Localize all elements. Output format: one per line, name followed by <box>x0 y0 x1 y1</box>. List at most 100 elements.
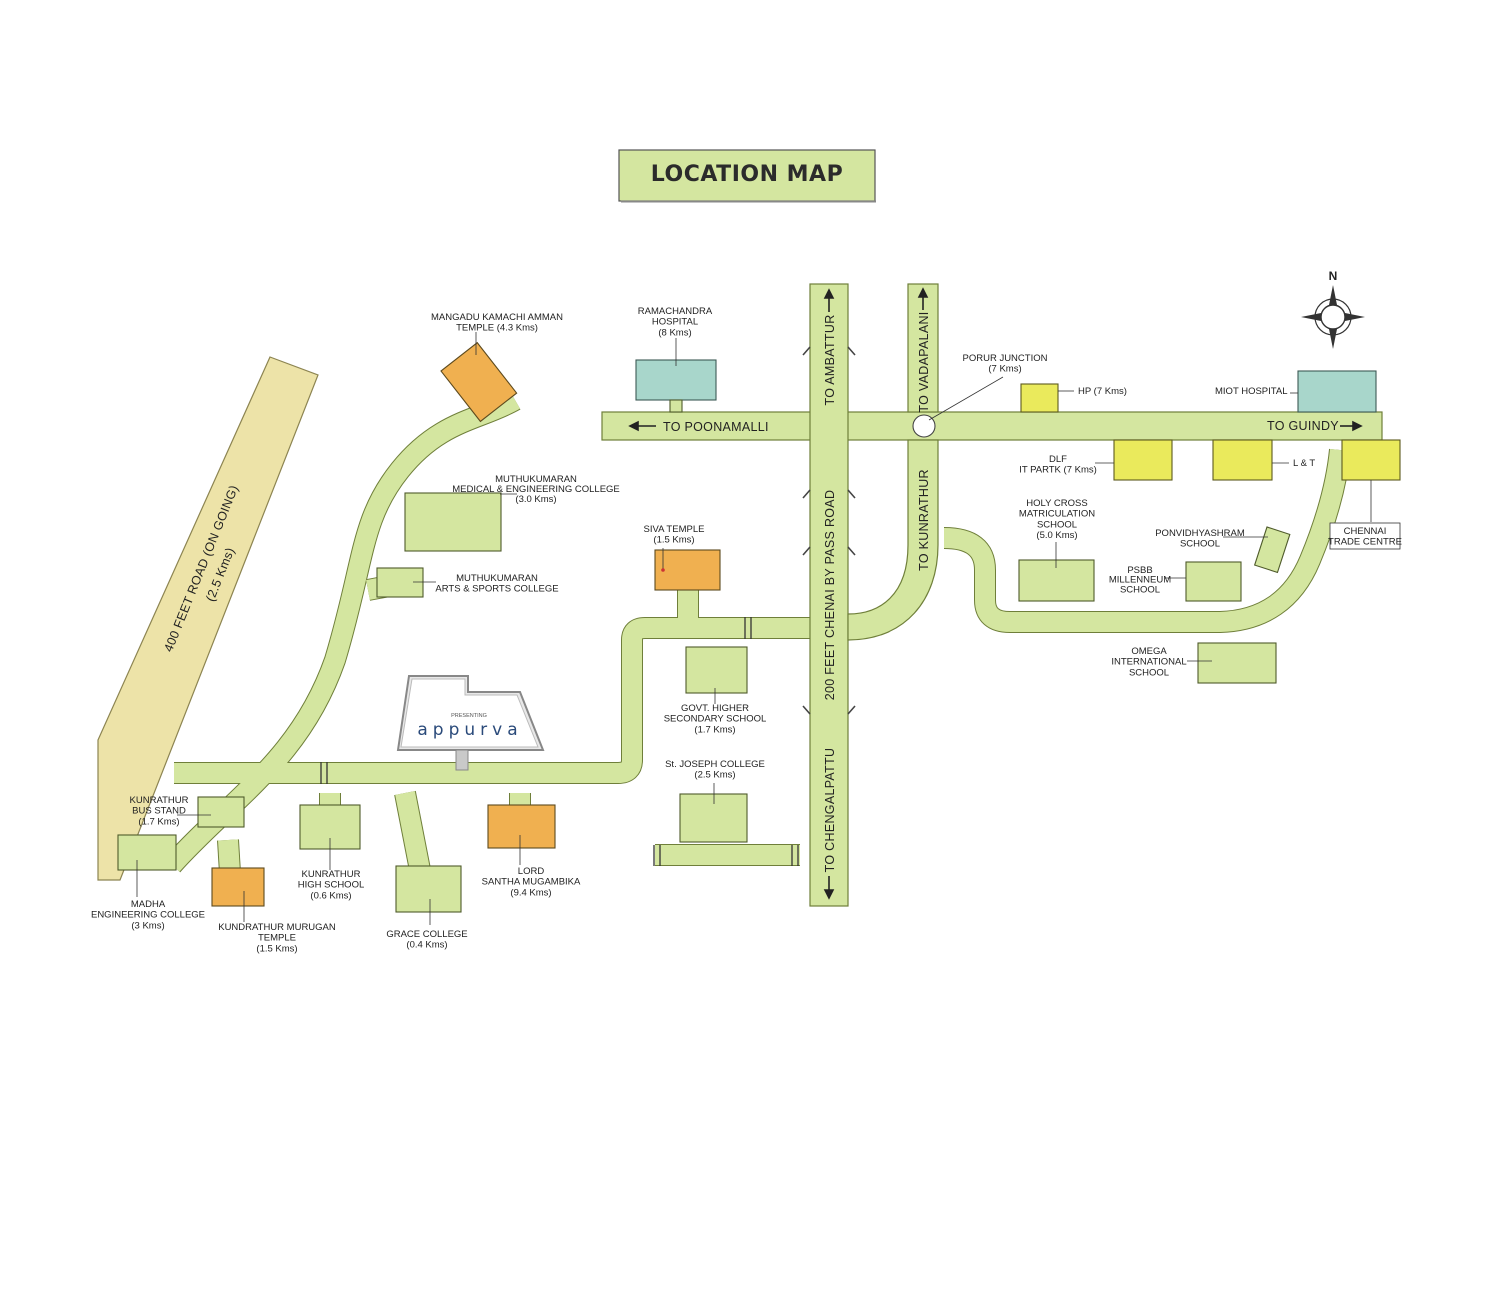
madha-block <box>117 834 177 871</box>
kunrathur-hs-label-line: HIGH SCHOOL <box>298 880 365 891</box>
holy-cross-label-line: HOLY CROSS <box>1026 498 1087 509</box>
dlf-label-line: IT PARTK (7 Kms) <box>1019 465 1097 476</box>
kundrathur-temple-label-line: (1.5 Kms) <box>256 943 297 954</box>
to-vadapalani-label: TO VADAPALANI <box>917 311 931 412</box>
bus-stand-block <box>197 796 245 828</box>
miot-label: MIOT HOSPITAL <box>1215 386 1288 397</box>
bus-stand-label-line: (1.7 Kms) <box>138 816 179 827</box>
madha-label-line: MADHA <box>131 899 166 910</box>
chennai-trade-centre-label-box <box>1329 522 1401 550</box>
mangadu-label-line: TEMPLE (4.3 Kms) <box>456 323 538 334</box>
lt-label-line: L & T <box>1293 458 1315 469</box>
bypass-road-label: 200 FEET CHENAI BY PASS ROAD <box>823 490 837 701</box>
ramachandra-hospital-block <box>635 359 717 401</box>
joseph-label-line: St. JOSEPH COLLEGE <box>665 759 765 770</box>
mangadu-temple-block <box>440 341 518 423</box>
st-joseph-block <box>679 793 748 843</box>
grace-label-line: GRACE COLLEGE <box>386 929 467 940</box>
hospital-connector <box>669 399 683 413</box>
ramachandra-label-line: RAMACHANDRA <box>638 306 713 317</box>
grace-label: GRACE COLLEGE(0.4 Kms) <box>386 929 467 951</box>
arrow-right-guindy <box>1340 420 1363 432</box>
lt-block <box>1212 439 1273 481</box>
miot-label-line: MIOT HOSPITAL <box>1215 386 1288 397</box>
holy-cross-label-line: (5.0 Kms) <box>1036 530 1077 541</box>
lord-santha-block <box>487 804 556 849</box>
muthu-med-label-line: MUTHUKUMARAN <box>495 474 577 485</box>
map-title-text: LOCATION MAP <box>651 162 843 187</box>
hp-block <box>1020 383 1059 413</box>
joseph-label: St. JOSEPH COLLEGE(2.5 Kms) <box>665 759 765 781</box>
landmark-blocks <box>117 341 1401 913</box>
kunrathur-hs-label-line: (0.6 Kms) <box>310 890 351 901</box>
kundrathur-temple-label-line: TEMPLE <box>258 933 296 944</box>
chennai-trade-label-line: CHENNAI <box>1344 526 1387 537</box>
to-chengalpattu-label: TO CHENGALPATTU <box>823 748 837 873</box>
muthu-med-label-line: (3.0 Kms) <box>515 494 556 505</box>
porur-label-line: PORUR JUNCTION <box>963 353 1048 364</box>
map-title: LOCATION MAP <box>618 149 876 203</box>
to-kunrathur-label: TO KUNRATHUR <box>917 469 931 571</box>
road-labels: 200 FEET CHENAI BY PASS ROAD TO AMBATTUR… <box>663 311 1339 872</box>
omega-label-line: INTERNATIONAL <box>1111 657 1186 668</box>
holy-cross-block <box>1018 559 1095 602</box>
ponvidhyashram-label-line: PONVIDHYASHRAM <box>1155 528 1245 539</box>
omega-block <box>1197 642 1277 684</box>
joseph-label-line: (2.5 Kms) <box>694 770 735 781</box>
siva-temple-block <box>654 549 721 591</box>
lt-label: L & T <box>1293 458 1315 469</box>
muthu-arts-label-line: ARTS & SPORTS COLLEGE <box>435 584 558 595</box>
hp-label-line: HP (7 Kms) <box>1078 386 1127 397</box>
to-ambattur-label: TO AMBATTUR <box>823 314 837 405</box>
ponvidhyashram-label-line: SCHOOL <box>1180 539 1220 550</box>
dlf-block <box>1113 439 1173 481</box>
main-road-network <box>320 283 1383 907</box>
grace-label-line: (0.4 Kms) <box>406 940 447 951</box>
ponvidhyashram-block <box>1253 526 1291 574</box>
kunrathur-hs-label-line: KUNRATHUR <box>302 869 361 880</box>
muthu-med-label-line: MEDICAL & ENGINEERING COLLEGE <box>452 484 620 495</box>
govt-label-line: GOVT. HIGHER <box>681 703 749 714</box>
to-guindy-label: TO GUINDY <box>1267 419 1339 433</box>
ramachandra-label-line: HOSPITAL <box>652 317 698 328</box>
holy-cross-label-line: MATRICULATION <box>1019 509 1095 520</box>
arrow-up-vadapalani <box>917 287 929 310</box>
govt-school-block <box>685 646 748 694</box>
madha-label-line: ENGINEERING COLLEGE <box>91 910 205 921</box>
psbb-label-line: MILLENNEUM <box>1109 575 1171 586</box>
porur-junction-roundabout <box>912 414 936 438</box>
dlf-label-line: DLF <box>1049 454 1067 465</box>
lord-label-line: (9.4 Kms) <box>510 887 551 898</box>
local-road-network <box>163 390 1351 874</box>
arrow-left-poonamalli <box>628 420 656 432</box>
arrow-down-chengalpattu <box>823 876 835 900</box>
muthukumaran-medical-block <box>404 492 502 552</box>
chennai-trade-label-line: TRADE CENTRE <box>1328 537 1402 548</box>
govt-label-line: (1.7 Kms) <box>694 724 735 735</box>
psbb-label-line: PSBB <box>1127 565 1152 576</box>
lord-label-line: LORD <box>518 866 545 877</box>
porur-label-line: (7 Kms) <box>988 364 1021 375</box>
ramachandra-label-line: (8 Kms) <box>658 327 691 338</box>
muthukumaran-arts-block <box>376 567 424 598</box>
siva-label-line: (1.5 Kms) <box>653 535 694 546</box>
mangadu-label-line: MANGADU KAMACHI AMMAN <box>431 312 563 323</box>
porur-label: PORUR JUNCTION(7 Kms) <box>963 353 1048 375</box>
appurva-logo: PRESENTING appurva <box>396 675 545 771</box>
siva-label: SIVA TEMPLE(1.5 Kms) <box>644 524 705 546</box>
omega-label-line: OMEGA <box>1131 646 1167 657</box>
compass-north-label: N <box>1329 269 1338 283</box>
